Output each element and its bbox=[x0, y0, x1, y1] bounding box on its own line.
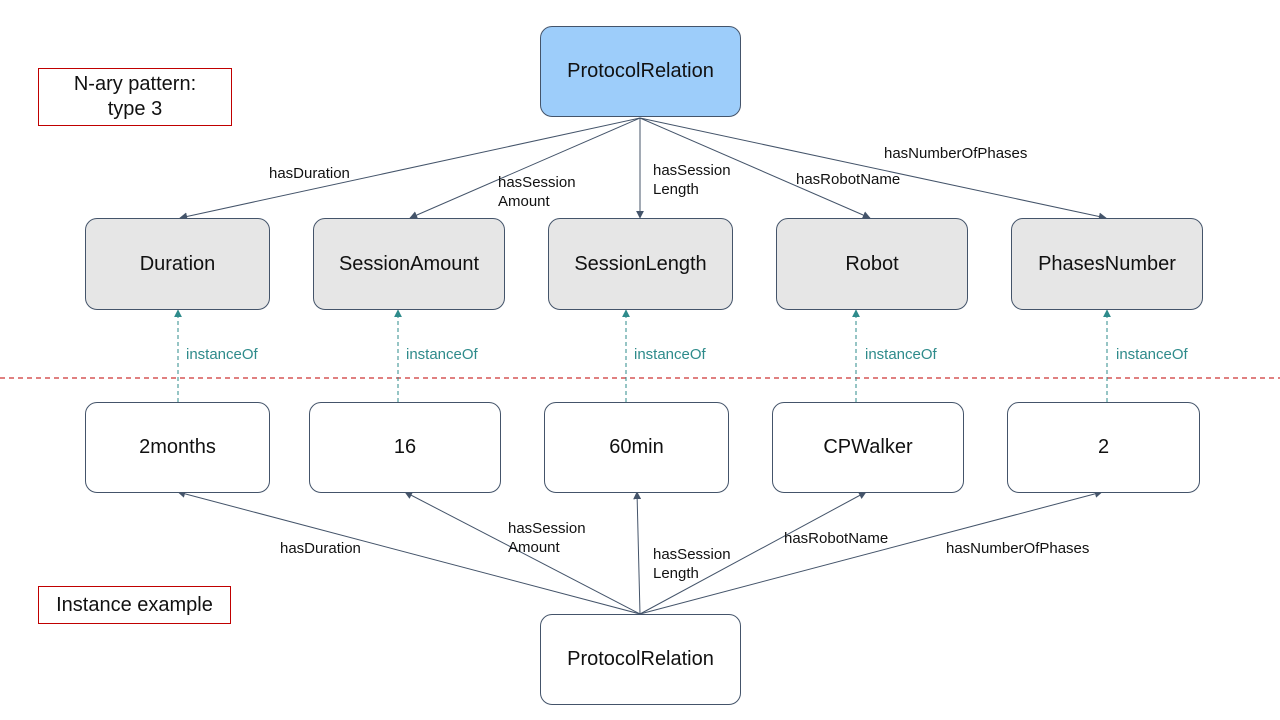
class-node-duration[interactable]: Duration bbox=[85, 218, 270, 310]
instance-node-2months[interactable]: 2months bbox=[85, 402, 270, 493]
bottom-label-has-duration: hasDuration bbox=[280, 540, 361, 557]
instance-example-label: Instance example bbox=[38, 586, 231, 624]
class-node-session-length[interactable]: SessionLength bbox=[548, 218, 733, 310]
instance-of-label-3: instanceOf bbox=[634, 346, 706, 363]
class-node-session-amount[interactable]: SessionAmount bbox=[313, 218, 505, 310]
bottom-label-has-number-of-phases: hasNumberOfPhases bbox=[946, 540, 1090, 557]
bottom-edge-session-amount bbox=[404, 491, 641, 615]
pattern-label-line2: type 3 bbox=[107, 98, 163, 120]
bottom-node-protocol-relation[interactable]: ProtocolRelation bbox=[540, 614, 741, 705]
top-node-protocol-relation[interactable]: ProtocolRelation bbox=[540, 26, 741, 117]
top-edge-session-amount bbox=[409, 117, 641, 219]
bottom-edge-duration bbox=[177, 489, 641, 615]
top-label-has-number-of-phases: hasNumberOfPhases bbox=[884, 145, 1028, 162]
top-label-has-duration: hasDuration bbox=[269, 165, 350, 182]
bottom-label-has-robot-name: hasRobotName bbox=[784, 530, 889, 547]
instance-node-2[interactable]: 2 bbox=[1007, 402, 1200, 493]
bottom-edge-session-length bbox=[633, 491, 642, 615]
class-node-robot[interactable]: Robot bbox=[776, 218, 968, 310]
class-node-phases-number[interactable]: PhasesNumber bbox=[1011, 218, 1203, 310]
top-edge-robot bbox=[639, 117, 871, 219]
top-edge-duration bbox=[179, 117, 641, 221]
pattern-label: N-ary pattern: type 3 bbox=[38, 68, 232, 126]
top-label-has-robot-name: hasRobotName bbox=[796, 171, 901, 188]
instance-of-label-2: instanceOf bbox=[406, 346, 478, 363]
bottom-edge-phases-number bbox=[639, 489, 1103, 615]
instance-node-60min[interactable]: 60min bbox=[544, 402, 729, 493]
instance-node-cpwalker[interactable]: CPWalker bbox=[772, 402, 964, 493]
instance-of-label-5: instanceOf bbox=[1116, 346, 1188, 363]
instance-of-label-1: instanceOf bbox=[186, 346, 258, 363]
instance-node-16[interactable]: 16 bbox=[309, 402, 501, 493]
top-edge-phases-number bbox=[639, 117, 1107, 221]
instance-of-label-4: instanceOf bbox=[865, 346, 937, 363]
pattern-label-line1: N-ary pattern: bbox=[73, 73, 197, 95]
bottom-edge-robot bbox=[639, 491, 867, 615]
